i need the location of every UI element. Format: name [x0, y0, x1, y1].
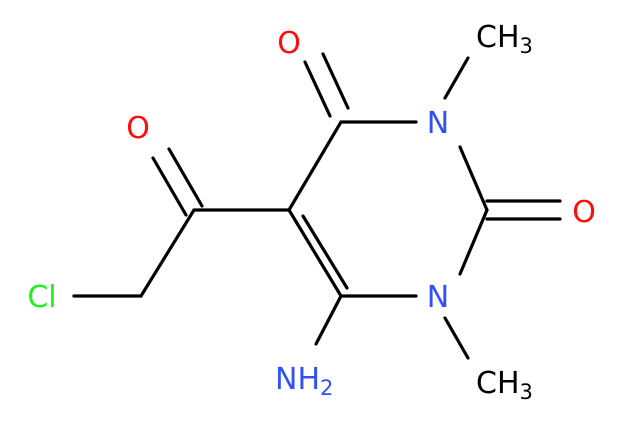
methyl-bottom-main: CH [476, 366, 520, 401]
bond-c5-c6 [287, 208, 343, 298]
methyl-top-main: CH [476, 20, 520, 55]
bond-acyl-ch2 [139, 208, 196, 298]
oxygen-ring-right-label: O [572, 195, 596, 230]
bond-c5-c6-inner [301, 214, 349, 290]
bond-acyl-o [151, 156, 188, 217]
bond-c4-c5 [287, 120, 343, 212]
atom-labels: O O O N N Cl CH3 CH3 NH2 [27, 20, 595, 404]
methyl-top-label: CH3 [476, 20, 533, 58]
chlorine-label: Cl [27, 280, 56, 315]
bond-c6-amino [314, 294, 343, 346]
methyl-top-sub: 3 [520, 34, 533, 58]
bonds [72, 52, 562, 360]
nitrogen-top-label: N [427, 106, 449, 141]
bond-c4-o-second [321, 52, 350, 110]
methyl-bottom-sub: 3 [520, 380, 533, 404]
amino-sub: 2 [320, 376, 333, 400]
bond-n1-methyl [443, 316, 470, 360]
amino-label: NH2 [275, 362, 333, 400]
bond-n3-methyl [443, 56, 470, 100]
oxygen-ring-top-label: O [277, 26, 301, 61]
nitrogen-bottom-label: N [427, 280, 449, 315]
bond-acyl-o-second [167, 147, 204, 208]
bond-c4-o [303, 60, 332, 118]
bond-n1-c2 [458, 208, 489, 276]
oxygen-ketone-label: O [126, 111, 150, 146]
amino-main: NH [275, 362, 320, 397]
methyl-bottom-label: CH3 [476, 366, 533, 404]
bond-c2-n3 [458, 145, 489, 212]
